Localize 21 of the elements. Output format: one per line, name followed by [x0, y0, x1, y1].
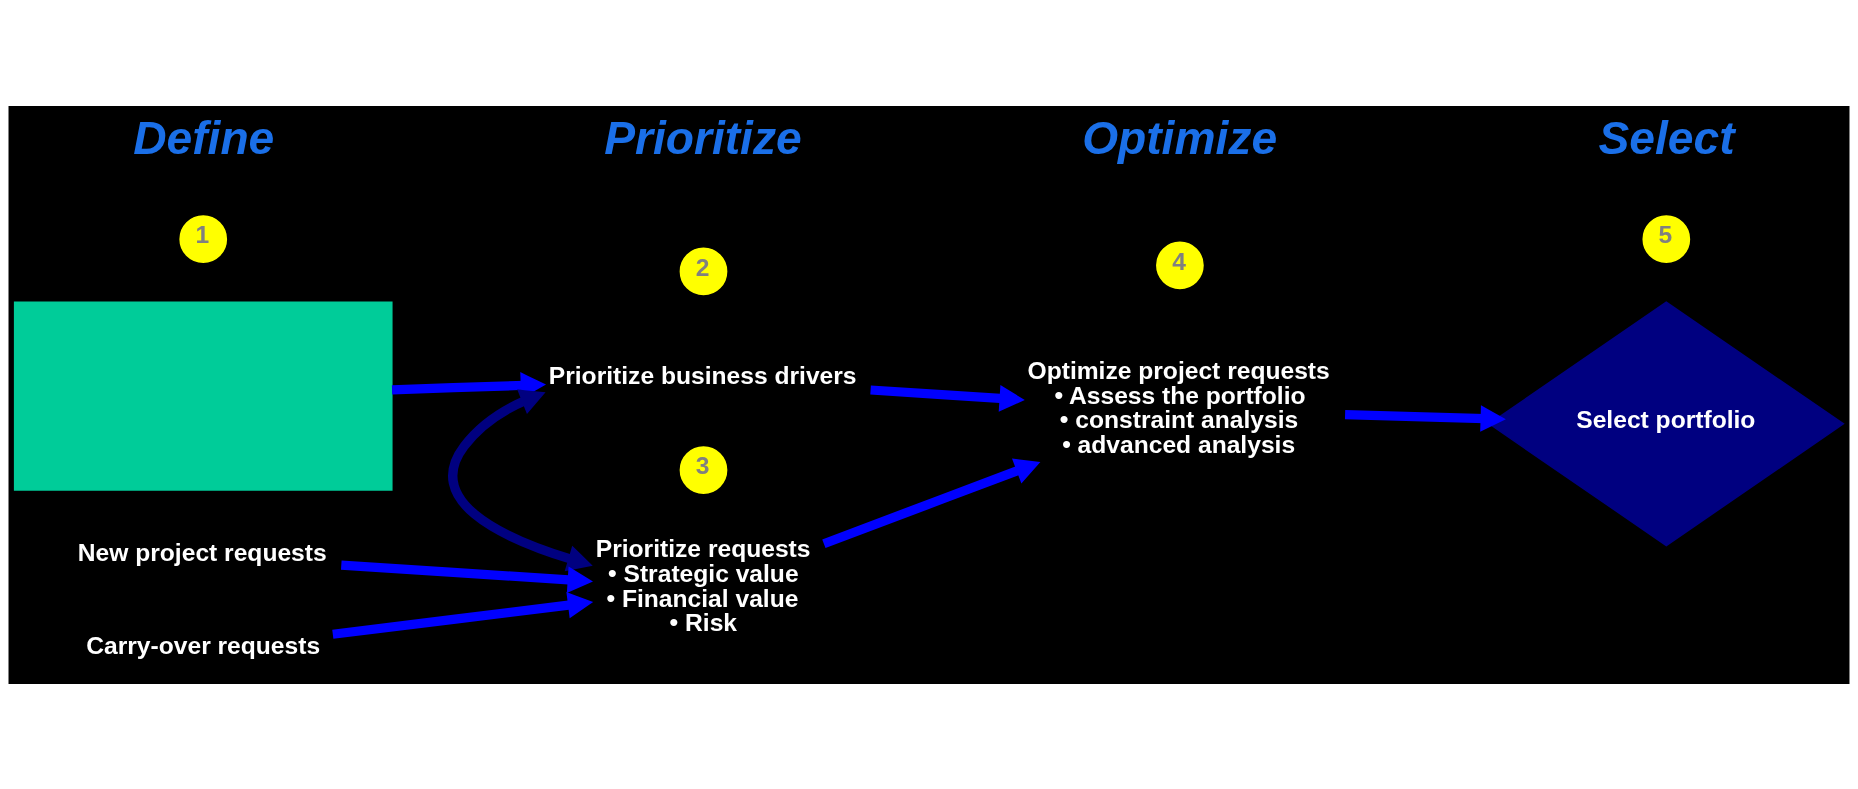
node-text: Optimize project requests • Assess the portfolio • constraint analysis • advanced analysis [1027, 356, 1330, 458]
arrow [1344, 404, 1506, 432]
node-box [13, 301, 393, 491]
label: Prioritize [604, 111, 802, 164]
label: Select [1598, 111, 1735, 164]
label: Optimize [1082, 111, 1278, 164]
arrow [332, 591, 594, 639]
node-circle: 5 [1640, 213, 1692, 265]
node-circle: 2 [678, 245, 729, 297]
node-text: New project requests [77, 538, 327, 566]
node-text: Prioritize business drivers [548, 361, 857, 389]
node-text: Prioritize requests • Strategic value • Financial value • Risk [595, 534, 811, 636]
arrow [822, 458, 1041, 548]
arrow [341, 560, 593, 593]
label: Define [133, 111, 275, 164]
node-circle: 4 [1154, 239, 1206, 291]
node-text: Carry-over requests [86, 631, 321, 659]
arrow [870, 384, 1025, 412]
arrow [448, 388, 593, 571]
node-circle: 3 [678, 444, 729, 495]
node-circle: 1 [177, 213, 229, 265]
